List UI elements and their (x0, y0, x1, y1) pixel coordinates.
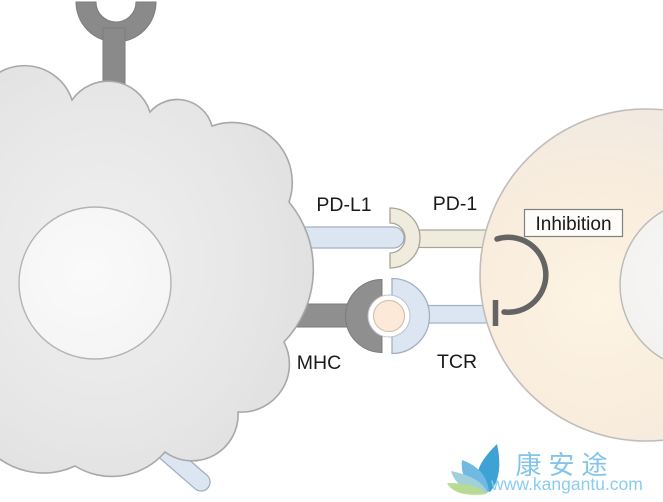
t-cell-body (479, 108, 663, 442)
pd1-receptor-stalk (411, 229, 491, 249)
tcr-label: TCR (437, 351, 477, 373)
y-receptor-stem (102, 27, 126, 85)
antigen-peptide (373, 300, 405, 332)
tumor-surface-receptor-y (75, 1, 157, 85)
tcr-stalk (419, 304, 491, 324)
tumor-cell-nucleus (18, 206, 172, 360)
pd1-receptor-head (389, 207, 421, 269)
watermark-brand: 康安途 (515, 450, 614, 480)
mhc-label: MHC (297, 352, 341, 374)
t-cell-nucleus (619, 210, 663, 360)
y-receptor-cup (75, 1, 157, 43)
inhibition-label: Inhibition (535, 214, 611, 235)
pd1-label: PD-1 (433, 193, 477, 215)
kangantu-leaf-logo-icon (447, 444, 500, 495)
pdl1-label: PD-L1 (316, 194, 371, 216)
watermark: 康安途 www.kangantu.com (447, 444, 643, 495)
watermark-url: www.kangantu.com (490, 474, 643, 494)
inhibition-arrow (494, 234, 549, 315)
inhibition-box (523, 208, 624, 238)
